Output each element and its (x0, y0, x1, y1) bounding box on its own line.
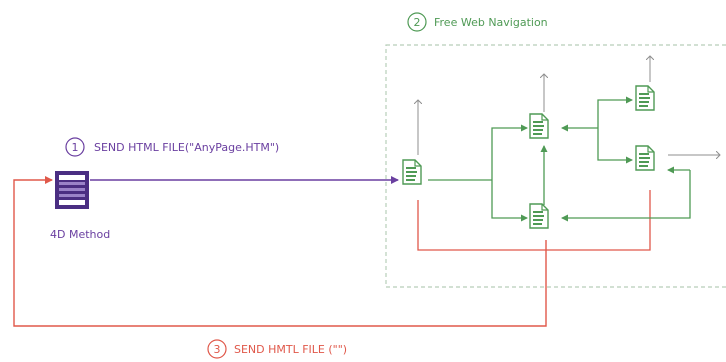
step-3-text: SEND HMTL FILE ("") (234, 343, 347, 356)
step-2-circle (407, 12, 427, 32)
step-1-circle (65, 137, 85, 157)
red-link-page-a (417, 200, 546, 251)
green-links (428, 96, 691, 222)
web-page-e-icon (635, 145, 655, 171)
step-2-number: 2 (414, 16, 421, 29)
step-3-label: 3 SEND HMTL FILE ("") (207, 339, 347, 359)
gray-arrows (418, 56, 720, 155)
step-1-text: SEND HTML FILE("AnyPage.HTM") (94, 141, 279, 154)
red-link-page-e (546, 190, 651, 251)
web-navigation-box (385, 44, 726, 288)
return-path-arrow (13, 176, 547, 327)
web-page-c-icon (529, 203, 549, 229)
web-page-d-icon (635, 85, 655, 111)
web-page-b-icon (529, 113, 549, 139)
step-3-circle (207, 339, 227, 359)
step-2-text: Free Web Navigation (434, 16, 548, 29)
web-page-a-icon (402, 159, 422, 185)
4d-method-icon (55, 171, 89, 209)
step-1-number: 1 (72, 141, 79, 154)
step-2-label: 2 Free Web Navigation (407, 12, 548, 32)
step-1-label: 1 SEND HTML FILE("AnyPage.HTM") (65, 137, 279, 157)
4d-method-label: 4D Method (50, 228, 110, 241)
step-3-number: 3 (214, 343, 221, 356)
